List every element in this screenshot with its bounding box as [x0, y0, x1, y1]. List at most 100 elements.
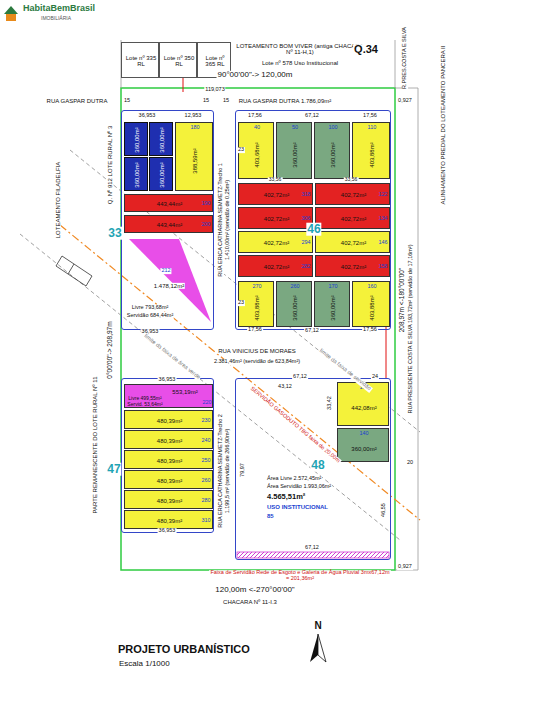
parcel-outline	[56, 256, 92, 286]
node-label: 442,08m²	[351, 405, 376, 411]
block-number: 33	[107, 227, 122, 240]
node-label: 1.410,00m² (servidão de 0,25m²)	[225, 179, 231, 261]
lot-number: 294	[301, 240, 310, 246]
node-label: 402,72m²	[341, 216, 366, 222]
node-label: 402,72m²	[264, 216, 289, 222]
lot-box: 360,00m² 140	[337, 428, 389, 462]
node-label: 360,00m²	[134, 162, 140, 187]
lot-box: 442,08m²130	[337, 382, 389, 426]
lot-number: 318	[301, 192, 310, 198]
lot-number: 40	[254, 125, 260, 131]
lot-number: 122	[378, 192, 387, 198]
node-label: 480,39m²	[157, 457, 182, 463]
node-label: 2.381,46m² (servidão de 623,84m²)	[213, 359, 301, 365]
node-label: 360,00m²	[134, 127, 140, 152]
lot-number: 220	[202, 400, 211, 406]
lot-box: 388,59m²180	[175, 122, 213, 191]
dimension-label: 67,12	[304, 328, 320, 334]
node-label: RUA PRESIDENTE COSTA E SILVA 193,72m² (s…	[408, 243, 414, 414]
lot-box: 402,72m² 134	[315, 207, 390, 229]
node-label: Lote nº 350 RL	[162, 55, 196, 68]
lot-number: 240	[201, 438, 210, 444]
land-boundary	[121, 88, 395, 570]
dimension-label: 33,56	[268, 177, 283, 182]
lot-box: Lote nº 350 RL	[159, 42, 197, 78]
node-label: Servidão 684,44m²	[126, 313, 174, 319]
node-label: 443,44m²	[157, 222, 182, 228]
street-band: RUA GASPAR DUTRARUA GASPAR DUTRA 1.786,0…	[35, 94, 394, 108]
dimension-label: 12,953	[184, 113, 203, 119]
dimension-label: 33,42	[327, 395, 333, 411]
node-label: 402,72m²	[264, 240, 289, 246]
node-label: 553,19m²	[172, 389, 197, 395]
lot-number: 170	[328, 284, 337, 290]
map-label: LOTEAMENTO BOM VIVER (antiga CHACARA Nº …	[234, 43, 366, 56]
lot-box: 360,00m²170	[314, 281, 350, 327]
node-label: 360,00m²	[292, 295, 298, 320]
node-label: 402,72m²	[264, 264, 289, 270]
lot-number: 260	[290, 284, 299, 290]
lot-number: 250	[201, 458, 210, 464]
lot-box: 403,88m²110	[352, 122, 390, 179]
lot-box: 360,00m²	[124, 157, 148, 191]
node-label: Lote nº 365 RL	[200, 55, 230, 68]
map-label: Escala 1/1000	[118, 660, 171, 668]
logo-icon	[4, 6, 18, 21]
limit-line	[20, 234, 400, 540]
lot-number: 282	[301, 264, 310, 270]
map-label: HabitaBemBrasil	[22, 4, 96, 13]
block-outline: 360,00m²360,00m²360,00m²360,00m²388,59m²…	[121, 110, 214, 330]
node-label: 402,72m²	[341, 192, 366, 198]
lot-number: 146	[378, 240, 387, 246]
lot-box: Lote nº 335 RL	[121, 42, 159, 78]
map-label: 120,00m <-270°00'00"	[214, 586, 295, 594]
lot-number: 140	[359, 431, 368, 437]
node-label: 402,72m²	[341, 264, 366, 270]
lot-number: 110	[368, 125, 377, 131]
map-label: 0°00'00"-> 208,97m	[107, 320, 114, 379]
servitude-area	[129, 239, 211, 322]
dimension-label: 23	[237, 147, 245, 153]
area-total: 4.565,51m²	[266, 493, 306, 501]
map-label: ALINHAMENTO PREDIAL DO LOTEAMENTO PANCER…	[440, 45, 446, 206]
map-label: IMOBILIÁRIA	[40, 16, 72, 21]
lot-number: 200	[201, 222, 210, 228]
node-label: Lote nº 335 RL	[124, 55, 158, 68]
node-label: 1.199,5 m² (servidão de 266,90m²)	[225, 428, 231, 515]
dimension-label: 67,12	[304, 113, 320, 119]
lot-box: 402,72m²146	[315, 231, 390, 253]
node-label: 360,00m²	[159, 127, 165, 152]
dimension-label: 33,56	[344, 177, 359, 182]
dimension-label: 79,97	[240, 462, 246, 478]
lot-box: 402,72m²306	[238, 207, 313, 229]
lot-number: 158	[378, 264, 387, 270]
lot-box: 360,00m² 50	[276, 122, 312, 179]
map-label: CHACARA Nº 11-I.3	[222, 599, 278, 605]
lot-box: 403,88m² 160	[352, 281, 390, 327]
map-label: Faixa de Servidão Rede de Esgoto e Galer…	[209, 570, 391, 582]
dimension-label: 23	[237, 300, 245, 306]
lot-number: 260	[201, 478, 210, 484]
lot-number: 160	[367, 284, 376, 290]
node-label: 403,88m²	[369, 295, 375, 320]
lot-number: 100	[328, 125, 337, 131]
lot-number: 280	[201, 498, 210, 504]
lot-number: 134	[378, 216, 387, 222]
node-label: Livre 499,55m²	[128, 396, 161, 401]
lot-box: 480,39m²260	[124, 470, 213, 489]
node-label: Livre 793,68m²	[131, 305, 170, 311]
lot-box: 480,39m²310	[124, 510, 213, 529]
node-label: 360,00m²	[351, 446, 376, 452]
lot-box: 360,00m²100	[314, 122, 350, 179]
lot-box: 402,72m² 158	[315, 255, 390, 277]
node-label: 360,00m²	[292, 142, 298, 167]
lot-box: 360,00m²	[149, 157, 173, 191]
lot-number: 180	[190, 125, 199, 131]
north-arrow	[310, 634, 326, 662]
dimension-label: 36,953	[158, 528, 177, 534]
dimension-label: 67,12	[304, 545, 320, 551]
lot-number: 50	[292, 125, 298, 131]
block-number: 48	[310, 459, 325, 472]
gas-pipeline-line	[60, 225, 420, 520]
node-label: Servid. 53,64m²	[127, 402, 162, 407]
